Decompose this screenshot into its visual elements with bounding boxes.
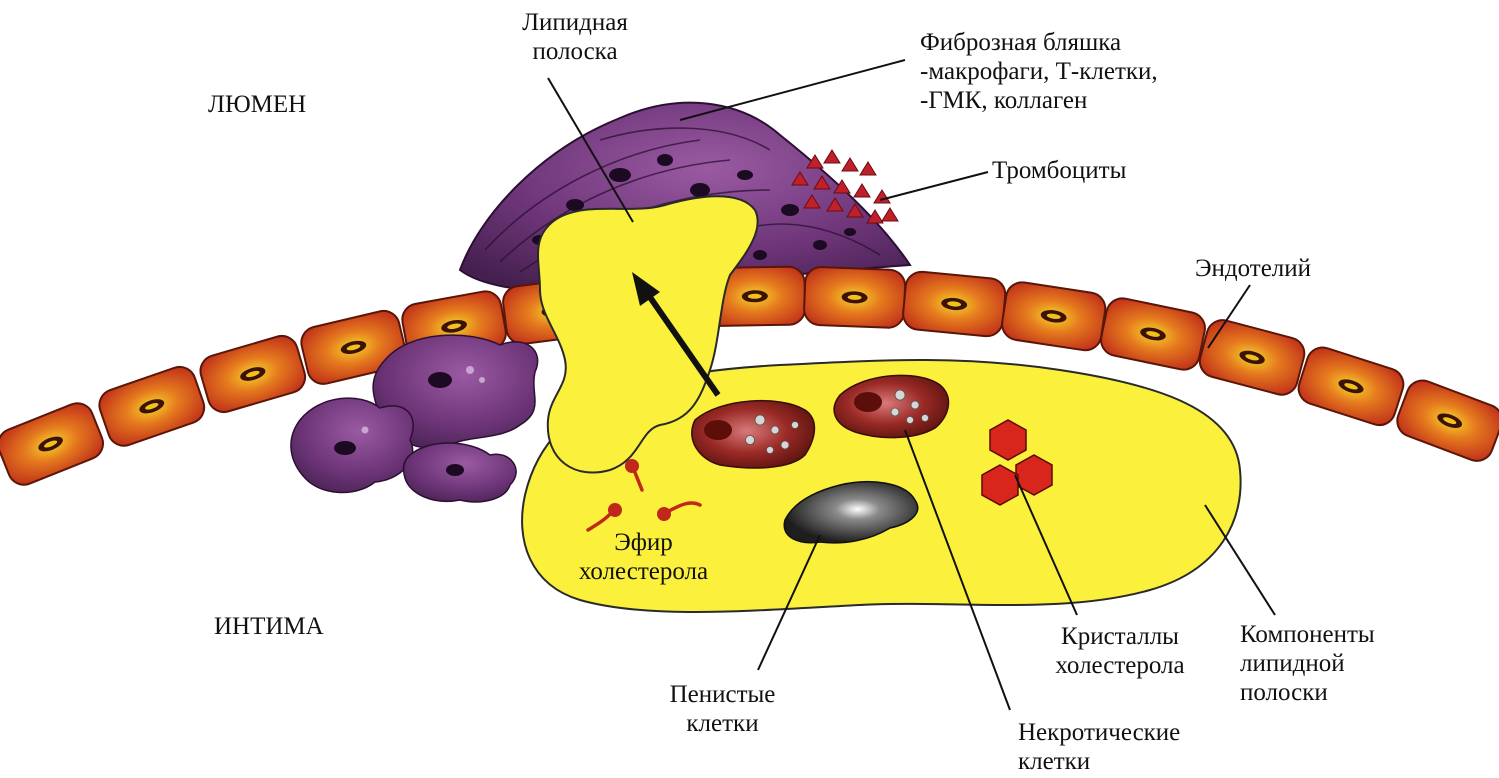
- endothelial-cell: [1295, 343, 1408, 429]
- foam-cells-label: Пенистые клетки: [650, 680, 795, 738]
- cholesterol-crystals-label: Кристаллы холестерола: [1030, 622, 1210, 680]
- endothelial-cell: [804, 267, 906, 329]
- platelets-label: Тромбоциты: [992, 156, 1126, 185]
- endothelial-cell: [1098, 295, 1208, 372]
- necrotic-cells-label: Некротические клетки: [1018, 718, 1180, 776]
- lipid-streak-label: Липидная полоска: [500, 8, 650, 66]
- cholesterol-crystals-label-line-2: холестерола: [1030, 651, 1210, 680]
- endothelial-cell: [95, 363, 208, 451]
- lipid-streak-components-label-line-1: Компоненты: [1240, 620, 1375, 649]
- endothelial-cell: [1000, 280, 1108, 352]
- intima-label: ИНТИМА: [214, 612, 324, 641]
- endothelium-label: Эндотелий: [1195, 254, 1311, 283]
- fibrous-plaque-label-line-1: Фиброзная бляшка: [920, 28, 1158, 57]
- cholesterol-ester-label-line-2: холестерола: [556, 557, 731, 586]
- lipid-streak-components-label: Компоненты липидной полоски: [1240, 620, 1375, 707]
- necrotic-cells-label-line-1: Некротические: [1018, 718, 1180, 747]
- cholesterol-ester-label: Эфир холестерола: [556, 528, 731, 586]
- endothelial-cell: [0, 399, 108, 490]
- lipid-streak-label-line-2: полоска: [500, 37, 650, 66]
- lipid-streak-components-label-line-2: липидной: [1240, 649, 1375, 678]
- fibrous-plaque-label-line-2: -макрофаги, Т-клетки,: [920, 57, 1158, 86]
- lipid-streak-components-label-line-3: полоски: [1240, 678, 1375, 707]
- fibrous-plaque-label: Фиброзная бляшка -макрофаги, Т-клетки, -…: [920, 28, 1158, 115]
- foam-cells-label-line-1: Пенистые: [650, 680, 795, 709]
- endothelial-cell: [902, 270, 1007, 337]
- necrotic-cells-label-line-2: клетки: [1018, 747, 1180, 776]
- cholesterol-crystals-label-line-1: Кристаллы: [1030, 622, 1210, 651]
- endothelial-cell: [1196, 317, 1307, 399]
- lipid-streak-label-line-1: Липидная: [500, 8, 650, 37]
- endothelial-cell: [197, 332, 309, 416]
- cholesterol-ester-label-line-1: Эфир: [556, 528, 731, 557]
- foam-cells-label-line-2: клетки: [650, 709, 795, 738]
- lumen-label: ЛЮМЕН: [208, 90, 306, 119]
- fibrous-plaque-label-line-3: -ГМК, коллаген: [920, 86, 1158, 115]
- endothelial-cell: [1393, 376, 1499, 466]
